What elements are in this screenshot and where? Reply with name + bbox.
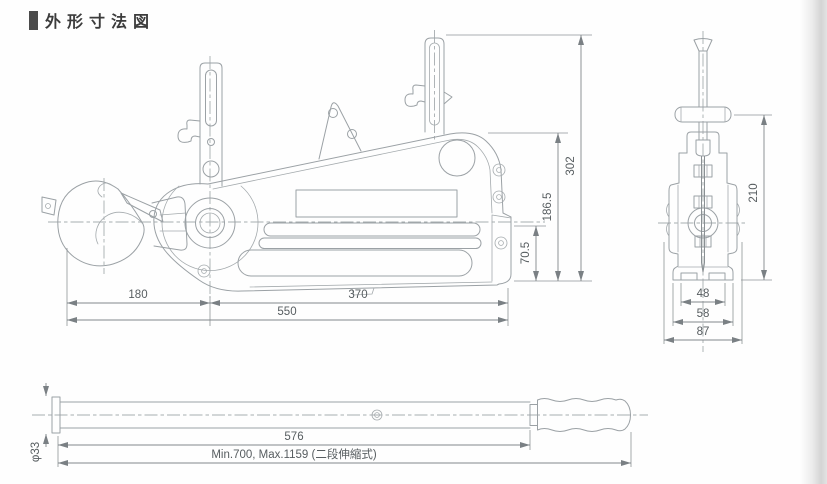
handle-tube bbox=[51, 396, 538, 434]
front-axle bbox=[687, 207, 719, 239]
front-body bbox=[666, 131, 740, 281]
body-ribs bbox=[237, 222, 482, 277]
dim-min-max: Min.700, Max.1159 (二段伸縮式) bbox=[211, 447, 376, 461]
dim-phi33: φ33 bbox=[30, 442, 42, 462]
dim-180: 180 bbox=[128, 289, 147, 301]
front-view: 210 48 58 87 bbox=[658, 31, 772, 352]
side-view-horizontal-dimensions: 180 370 550 bbox=[66, 248, 509, 326]
nameplate bbox=[295, 189, 458, 218]
handle-view: φ33 576 Min.700, Max.1159 (二段伸縮式) bbox=[30, 383, 648, 467]
dim-370: 370 bbox=[348, 289, 367, 301]
dim-186-5: 186.5 bbox=[542, 193, 554, 222]
handle-grip bbox=[537, 398, 631, 432]
dim-48: 48 bbox=[697, 288, 710, 300]
body-bolts bbox=[197, 163, 508, 278]
wire-rope bbox=[701, 156, 705, 273]
hook bbox=[57, 180, 164, 267]
dim-550: 550 bbox=[277, 306, 296, 318]
dim-58: 58 bbox=[697, 308, 710, 320]
title-bar-icon bbox=[29, 10, 38, 30]
anchor-pin-left bbox=[177, 62, 223, 187]
front-view-centerlines bbox=[658, 31, 748, 352]
page-title: 外形寸法図 bbox=[45, 14, 156, 31]
section-title: 外形寸法図 bbox=[29, 8, 155, 32]
page-edge-shading bbox=[800, 0, 827, 484]
dim-576: 576 bbox=[284, 431, 303, 443]
front-view-dimensions: 210 48 58 87 bbox=[663, 114, 772, 344]
side-view: 180 370 550 302 186.5 70.5 bbox=[41, 30, 592, 326]
dim-70-5: 70.5 bbox=[520, 242, 532, 264]
rope-guide-left bbox=[41, 196, 57, 216]
lever-socket-bracket bbox=[318, 102, 362, 160]
anchor-pin-right bbox=[404, 37, 453, 135]
handle-dimensions: φ33 576 Min.700, Max.1159 (二段伸縮式) bbox=[30, 383, 632, 467]
dim-302: 302 bbox=[565, 156, 577, 175]
dim-87: 87 bbox=[697, 326, 710, 338]
dim-210: 210 bbox=[748, 183, 760, 202]
cross-handle bbox=[674, 106, 732, 123]
release-rod bbox=[693, 38, 713, 157]
body-opening bbox=[438, 139, 476, 177]
side-view-vertical-dimensions: 302 186.5 70.5 bbox=[446, 34, 592, 282]
hook-clevis bbox=[151, 196, 188, 251]
